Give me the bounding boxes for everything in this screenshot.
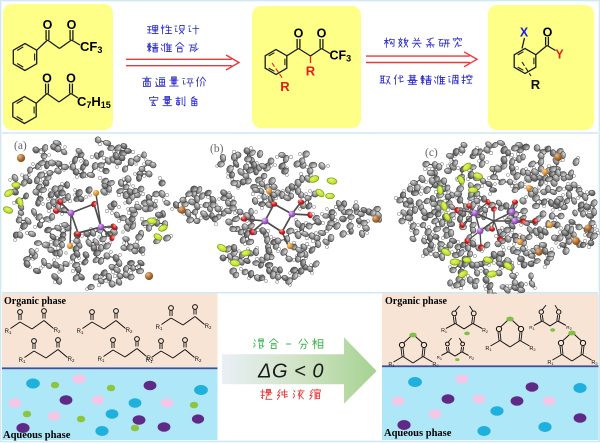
svg-text:CF3: CF3 [330, 49, 352, 64]
svg-text:R1: R1 [529, 325, 535, 331]
svg-text:O: O [42, 72, 52, 86]
svg-text:R2: R2 [126, 328, 133, 334]
svg-text:R1: R1 [156, 325, 163, 331]
svg-text:(b): (b) [210, 143, 224, 155]
svg-text:R2: R2 [469, 355, 474, 361]
svg-text:R1: R1 [146, 358, 153, 364]
svg-text:O: O [294, 27, 304, 41]
svg-text:R2: R2 [205, 324, 212, 330]
svg-text:Organic phase: Organic phase [385, 296, 448, 307]
svg-text:R1: R1 [441, 328, 447, 334]
svg-text:O: O [317, 27, 327, 41]
svg-text:R2: R2 [54, 328, 61, 334]
svg-text:X: X [520, 26, 529, 40]
svg-text:R1: R1 [437, 355, 442, 361]
svg-text:R2: R2 [68, 357, 75, 363]
svg-text:R2: R2 [482, 328, 488, 334]
svg-text:R: R [280, 79, 290, 94]
svg-text:O: O [543, 26, 553, 40]
svg-text:R1: R1 [547, 360, 554, 366]
svg-text:R1: R1 [388, 362, 395, 368]
svg-text:Organic phase: Organic phase [4, 296, 67, 307]
svg-text:O: O [66, 72, 76, 86]
svg-text:R2: R2 [147, 356, 154, 362]
svg-text:R2: R2 [529, 346, 536, 352]
svg-text:Aqueous phase: Aqueous phase [384, 428, 452, 439]
svg-text:Y: Y [555, 48, 564, 62]
svg-text:CF3: CF3 [80, 39, 102, 55]
svg-text:R: R [531, 77, 541, 92]
svg-text:(c): (c) [425, 147, 438, 159]
svg-text:R2: R2 [566, 325, 572, 331]
svg-text:O: O [67, 18, 77, 32]
svg-text:R: R [306, 64, 316, 79]
svg-text:R1: R1 [485, 346, 492, 352]
svg-text:(a): (a) [14, 140, 27, 152]
svg-text:R1: R1 [98, 357, 105, 363]
svg-text:R1: R1 [77, 329, 84, 335]
svg-text:R2: R2 [591, 360, 598, 366]
svg-text:O: O [43, 18, 53, 32]
svg-text:R1: R1 [19, 358, 26, 364]
svg-text:ΔG < 0: ΔG < 0 [257, 361, 324, 383]
svg-text:R2: R2 [432, 362, 439, 368]
svg-text:Aqueous phase: Aqueous phase [3, 430, 71, 441]
svg-text:R1: R1 [5, 329, 12, 335]
svg-text:R2: R2 [195, 357, 202, 363]
